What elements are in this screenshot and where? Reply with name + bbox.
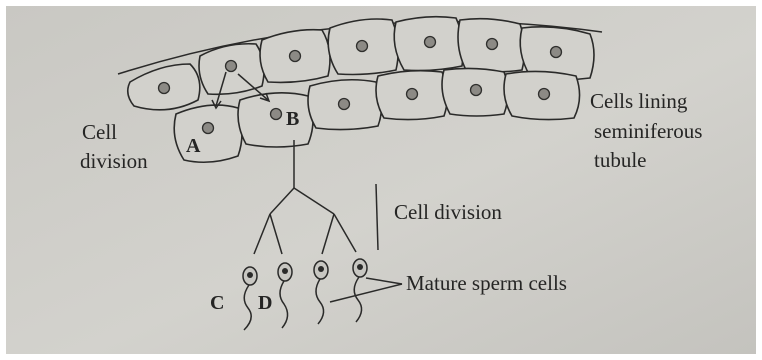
mature-sperm-label: Mature sperm cells bbox=[406, 271, 567, 295]
letter-c: C bbox=[210, 292, 224, 314]
nucleus bbox=[339, 99, 350, 110]
nucleus bbox=[487, 39, 498, 50]
nucleus bbox=[159, 83, 170, 94]
letter-d: D bbox=[258, 292, 272, 314]
lining-label-line3: tubule bbox=[594, 148, 647, 172]
nucleus bbox=[271, 109, 282, 120]
sperm-nucleus bbox=[282, 268, 288, 274]
nucleus bbox=[539, 89, 550, 100]
nucleus bbox=[226, 61, 237, 72]
nucleus bbox=[471, 85, 482, 96]
nucleus bbox=[551, 47, 562, 58]
cell-division-right-label: Cell division bbox=[394, 200, 502, 224]
nucleus bbox=[425, 37, 436, 48]
letter-a: A bbox=[186, 135, 201, 157]
sperm-nucleus bbox=[357, 264, 363, 270]
sperm-nucleus bbox=[247, 272, 253, 278]
lining-label-line2: seminiferous bbox=[594, 119, 702, 143]
cell-division-label-line1: Cell bbox=[82, 120, 117, 144]
cell-division-label-line2: division bbox=[80, 149, 148, 173]
sperm-nucleus bbox=[318, 266, 324, 272]
nucleus bbox=[290, 51, 301, 62]
nucleus bbox=[203, 123, 214, 134]
lining-label-line1: Cells lining bbox=[590, 89, 688, 113]
nucleus bbox=[357, 41, 368, 52]
nucleus bbox=[407, 89, 418, 100]
letter-b: B bbox=[286, 108, 299, 130]
